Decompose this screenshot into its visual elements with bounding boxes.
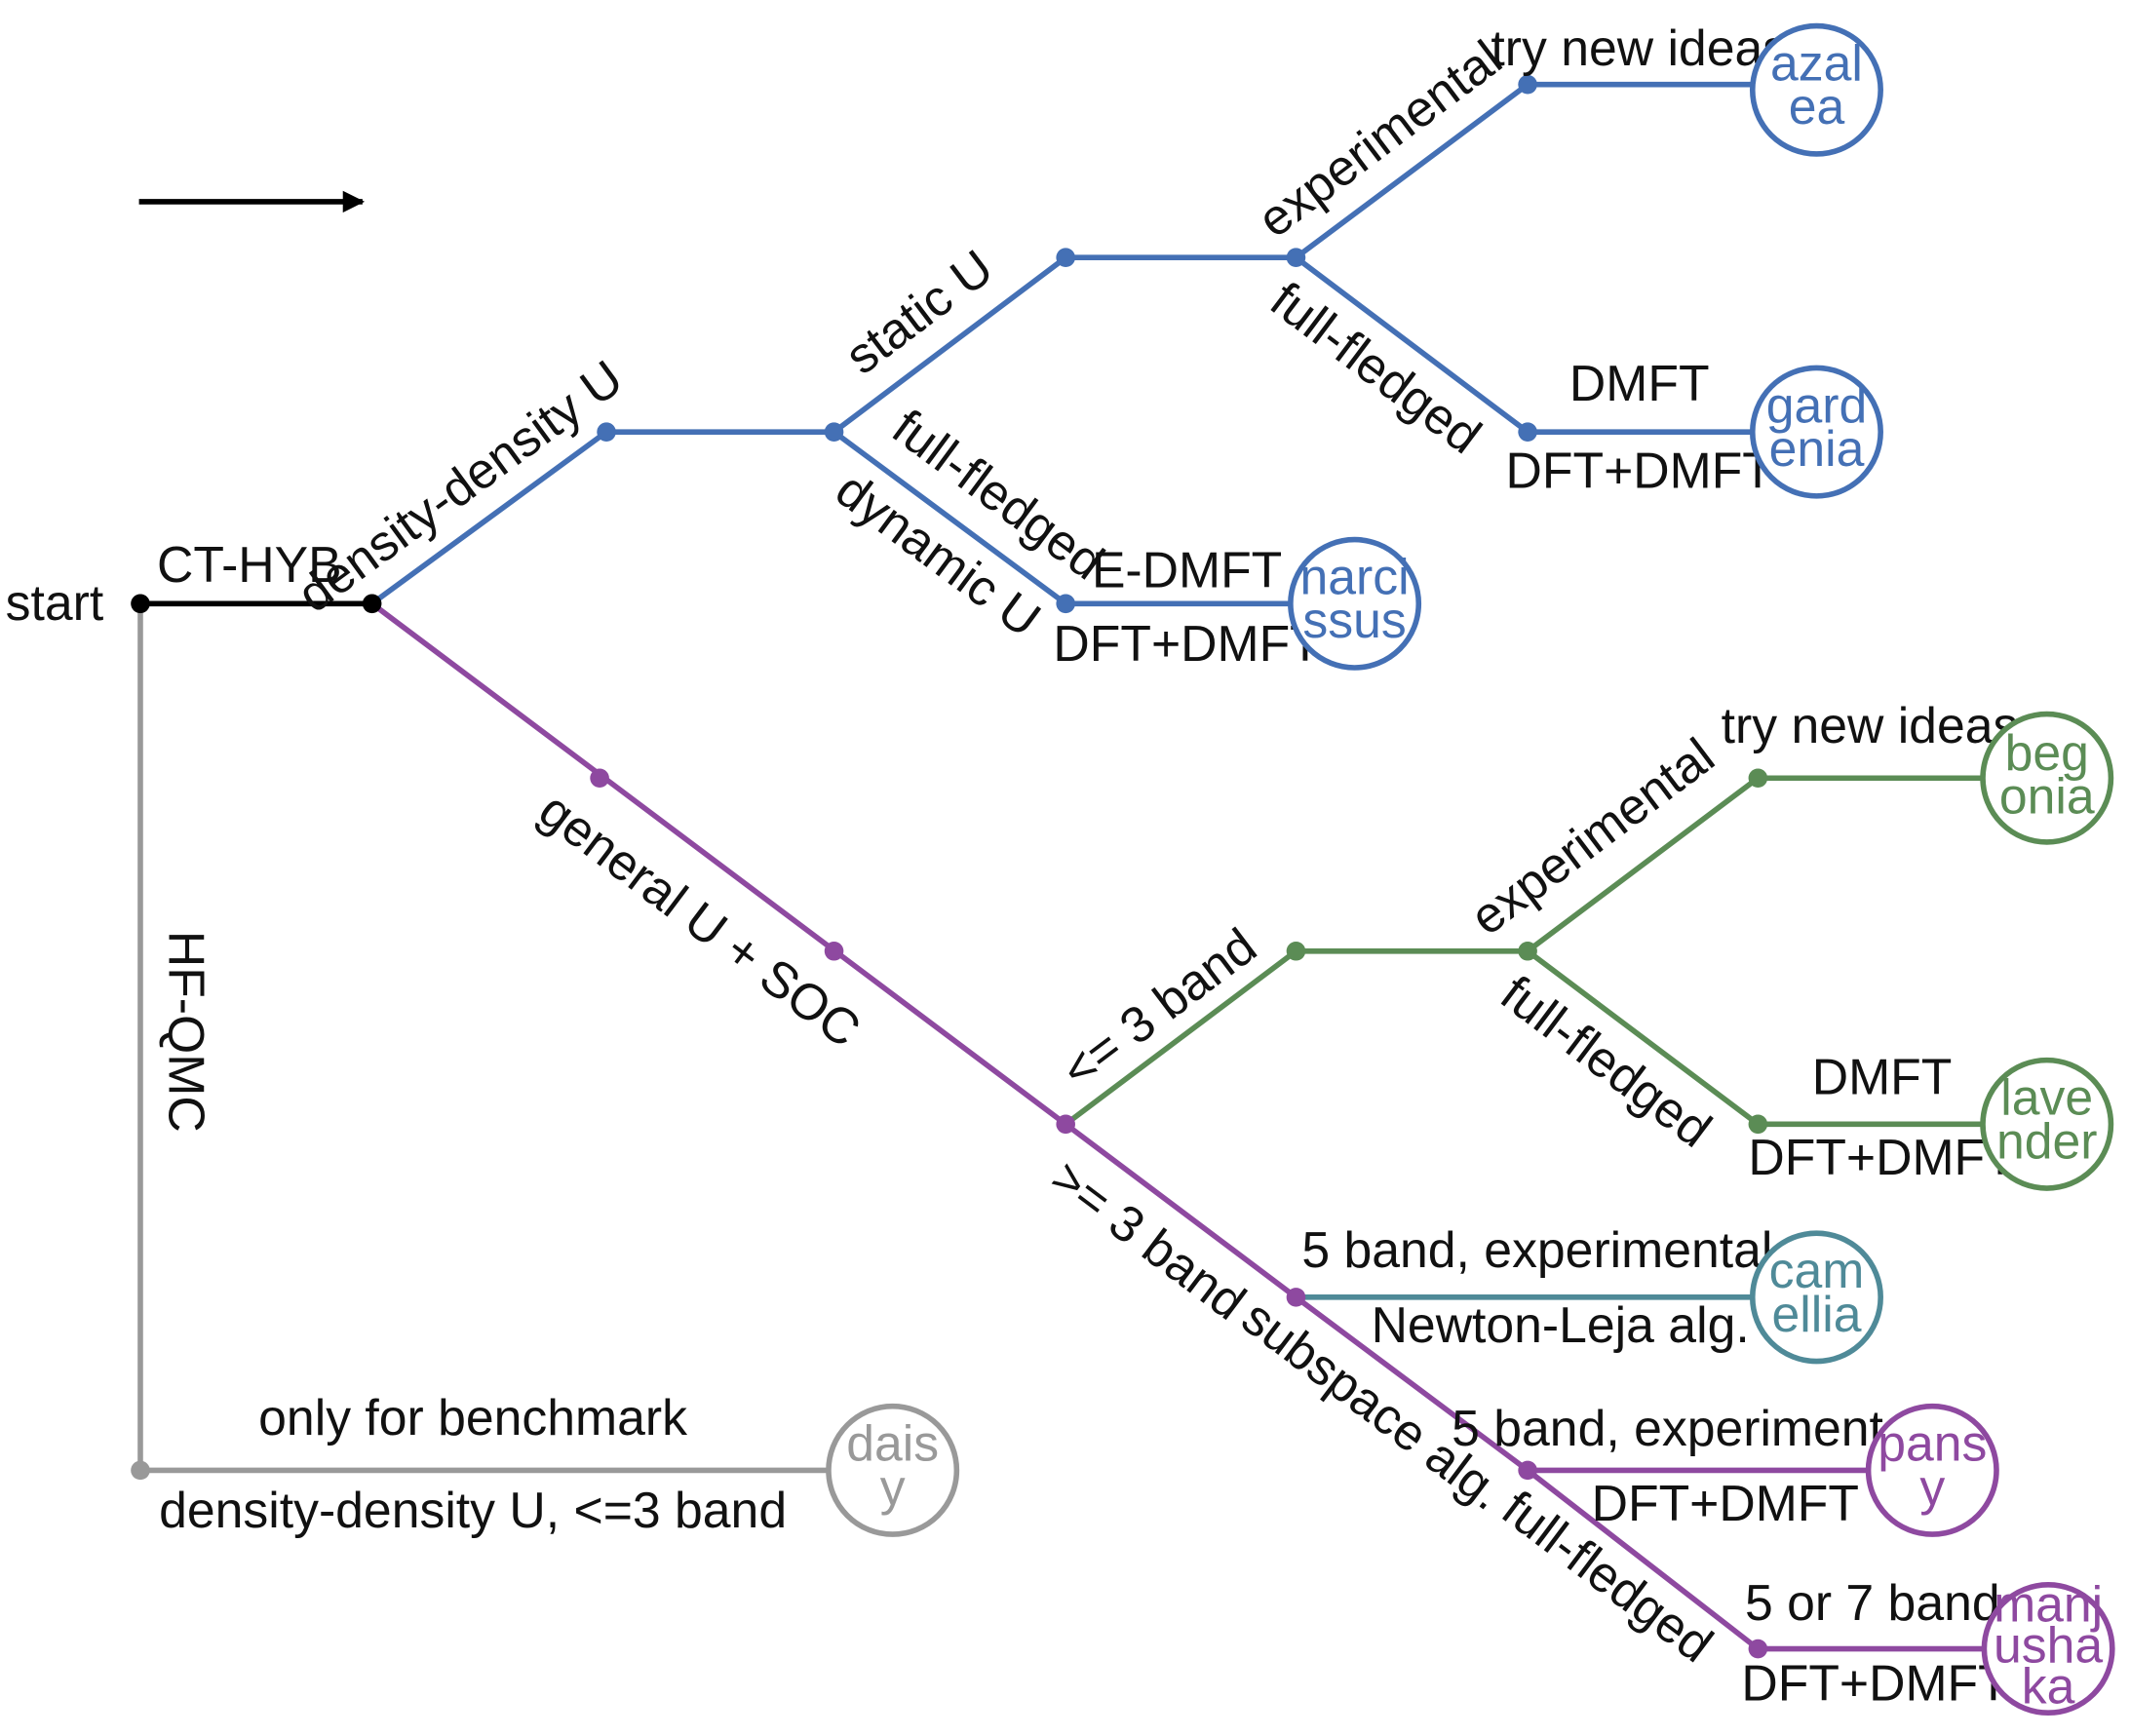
junction-purple-4 — [1286, 1288, 1306, 1307]
label-full-fledged-3: full-fledged — [1491, 964, 1722, 1158]
label-dmft-1: DMFT — [1569, 355, 1710, 411]
node-narcissus[interactable]: narci ssus — [1288, 536, 1422, 671]
node-daisy-line-1: dais — [846, 1415, 939, 1472]
label-density-density-u: density-density U — [287, 349, 632, 623]
node-narcissus-line-1: narci — [1300, 549, 1410, 605]
node-camellia[interactable]: cam ellia — [1749, 1230, 1883, 1365]
edge-le-3-band — [1063, 947, 1299, 1128]
node-manjushaka-line-2: usha — [1994, 1617, 2103, 1674]
label-dft-dmft-5: DFT+DMFT — [1741, 1655, 2008, 1712]
junction-green-2 — [1518, 941, 1537, 961]
node-daisy[interactable]: dais y — [826, 1403, 960, 1537]
junction-blue-1 — [597, 422, 616, 442]
label-dft-dmft-2: DFT+DMFT — [1053, 615, 1320, 672]
edge-experimental-green — [1525, 775, 1762, 954]
node-camellia-line-1: cam — [1769, 1242, 1865, 1298]
junction-green-4 — [1748, 1114, 1768, 1135]
junction-purple-6 — [1748, 1639, 1768, 1659]
junction-purple-5 — [1518, 1460, 1537, 1481]
junction-purple-3 — [1056, 1114, 1075, 1135]
node-manjushaka-line-1: manj — [1994, 1576, 2103, 1633]
junction-blue-2 — [824, 422, 844, 442]
edge-full-fledged-green — [1525, 947, 1762, 1128]
label-dmft-2: DMFT — [1812, 1049, 1953, 1105]
node-gardenia[interactable]: gard enia — [1749, 365, 1883, 499]
label-density-density-le3: density-density U, <=3 band — [159, 1482, 787, 1538]
label-try-new-ideas-1: try new ideas — [1491, 19, 1788, 76]
node-manjushaka-line-3: ka — [2022, 1657, 2075, 1714]
label-ct-hyb: CT-HYB — [157, 536, 342, 593]
label-ge-3-band: >= 3 band — [1041, 1148, 1257, 1331]
node-gardenia-line-2: enia — [1769, 420, 1865, 477]
node-lavender-line-2: nder — [1996, 1112, 2098, 1169]
label-experimental-1: experimental — [1247, 29, 1511, 249]
node-narcissus-line-2: ssus — [1302, 592, 1406, 648]
junction-dots — [131, 74, 1768, 1659]
edge-density-density — [368, 429, 609, 607]
edge-general-u-soc — [368, 600, 1068, 1128]
label-e-dmft: E-DMFT — [1092, 542, 1282, 598]
label-dft-dmft-4: DFT+DMFT — [1592, 1475, 1859, 1531]
label-start: start — [6, 574, 104, 631]
label-le-3-band: <= 3 band — [1051, 917, 1266, 1099]
node-manjushaka[interactable]: manj usha ka — [1981, 1576, 2115, 1717]
node-gardenia-line-1: gard — [1766, 376, 1868, 433]
node-camellia-line-2: ellia — [1771, 1286, 1861, 1342]
junction-start — [131, 594, 150, 614]
node-azalea-line-2: ea — [1789, 78, 1845, 135]
label-dft-dmft-3: DFT+DMFT — [1748, 1129, 2015, 1185]
junction-gray — [131, 1460, 150, 1481]
label-general-u-soc: general U + SOC — [529, 781, 871, 1058]
edges — [137, 81, 1986, 1652]
solver-nodes: azal ea gard enia narci ssus beg onia la… — [826, 22, 2115, 1717]
edge-full-fledged-blue — [1293, 254, 1530, 435]
junction-purple-1 — [590, 768, 609, 789]
label-try-new-ideas-2: try new ideas — [1722, 697, 2019, 753]
label-dft-dmft-1: DFT+DMFT — [1506, 442, 1773, 498]
label-only-for-benchmark: only for benchmark — [258, 1389, 687, 1446]
node-azalea[interactable]: azal ea — [1749, 22, 1883, 157]
edge-subspace — [1293, 1294, 1530, 1474]
label-five-band-experimental-1: 5 band, experimental — [1301, 1221, 1772, 1278]
edge-experimental-blue — [1293, 81, 1530, 261]
node-azalea-line-1: azal — [1770, 34, 1863, 91]
node-pansy[interactable]: pans y — [1865, 1403, 1999, 1537]
node-daisy-line-2: y — [880, 1458, 906, 1515]
node-begonia-line-2: onia — [1999, 768, 2095, 825]
node-pansy-line-2: y — [1919, 1458, 1945, 1515]
junction-purple-2 — [824, 941, 844, 961]
junction-green-3 — [1748, 768, 1768, 789]
edge-ge-3-band — [1063, 1121, 1299, 1300]
label-full-fledged-2: full-fledged — [1260, 271, 1491, 465]
junction-green-1 — [1286, 941, 1306, 961]
junction-blue-4 — [1286, 248, 1306, 268]
junction-blue-3 — [1056, 248, 1075, 268]
junction-ct-hyb — [362, 594, 382, 614]
label-hf-qmc: HF-QMC — [158, 931, 214, 1133]
edge-static-u — [831, 254, 1068, 435]
label-newton-leja: Newton-Leja alg. — [1372, 1296, 1750, 1353]
label-five-band-experimental-2: 5 band, experimental — [1452, 1400, 1922, 1456]
label-static-u: static U — [834, 239, 1003, 385]
label-five-or-seven-band: 5 or 7 band — [1745, 1574, 2000, 1631]
node-lavender[interactable]: lave nder — [1980, 1057, 2114, 1191]
edge-dynamic-u — [831, 429, 1068, 607]
edge-full-fledged-purple — [1525, 1467, 1762, 1652]
junction-blue-5 — [1518, 74, 1537, 95]
edge-labels: start CT-HYB HF-QMC density-density U st… — [6, 19, 2019, 1712]
node-lavender-line-1: lave — [2000, 1069, 2093, 1126]
node-pansy-line-1: pans — [1878, 1415, 1987, 1472]
node-begonia-line-1: beg — [2005, 724, 2089, 781]
node-begonia[interactable]: beg onia — [1980, 711, 2114, 845]
junction-blue-7 — [1056, 594, 1075, 614]
junction-blue-6 — [1518, 422, 1537, 442]
